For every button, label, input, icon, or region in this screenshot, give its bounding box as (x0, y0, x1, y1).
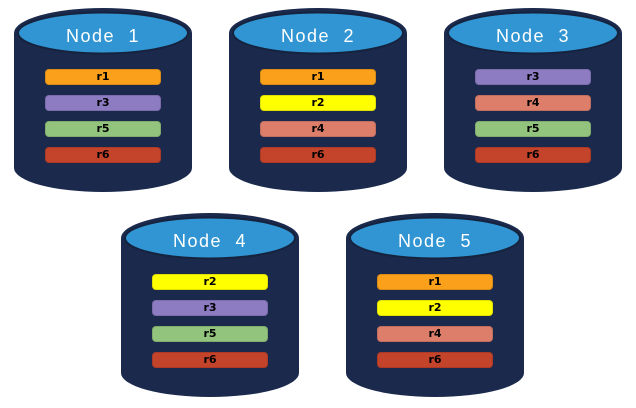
replica-bar-r4: r4 (377, 326, 493, 342)
replica-bar-r3: r3 (475, 69, 591, 85)
replica-bar-r5: r5 (475, 121, 591, 137)
node-title: Node 4 (172, 231, 248, 251)
replica-bar-r4: r4 (475, 95, 591, 111)
replica-bar-r1: r1 (377, 274, 493, 290)
database-node-1: Node 1 r1 r3 r5 r6 (14, 6, 192, 198)
replica-list: r3 r4 r5 r6 (475, 69, 591, 173)
replica-bar-r4: r4 (260, 121, 376, 137)
database-node-2: Node 2 r1 r2 r4 r6 (229, 6, 407, 198)
replica-list: r2 r3 r5 r6 (152, 274, 268, 378)
replica-bar-r2: r2 (260, 95, 376, 111)
database-node-4: Node 4 r2 r3 r5 r6 (121, 211, 299, 403)
replica-bar-r6: r6 (475, 147, 591, 163)
node-title: Node 2 (280, 26, 356, 46)
replica-list: r1 r2 r4 r6 (377, 274, 493, 378)
replica-bar-r6: r6 (152, 352, 268, 368)
replica-list: r1 r2 r4 r6 (260, 69, 376, 173)
replica-bar-r5: r5 (152, 326, 268, 342)
replica-bar-r5: r5 (45, 121, 161, 137)
replica-bar-r1: r1 (45, 69, 161, 85)
node-title: Node 5 (397, 231, 473, 251)
database-node-3: Node 3 r3 r4 r5 r6 (444, 6, 622, 198)
node-title: Node 3 (495, 26, 571, 46)
replica-bar-r1: r1 (260, 69, 376, 85)
replica-bar-r2: r2 (377, 300, 493, 316)
replica-bar-r2: r2 (152, 274, 268, 290)
replica-bar-r6: r6 (45, 147, 161, 163)
database-node-5: Node 5 r1 r2 r4 r6 (346, 211, 524, 403)
replica-list: r1 r3 r5 r6 (45, 69, 161, 173)
replica-bar-r3: r3 (152, 300, 268, 316)
node-title: Node 1 (65, 26, 141, 46)
replica-bar-r6: r6 (260, 147, 376, 163)
replica-bar-r3: r3 (45, 95, 161, 111)
replica-bar-r6: r6 (377, 352, 493, 368)
